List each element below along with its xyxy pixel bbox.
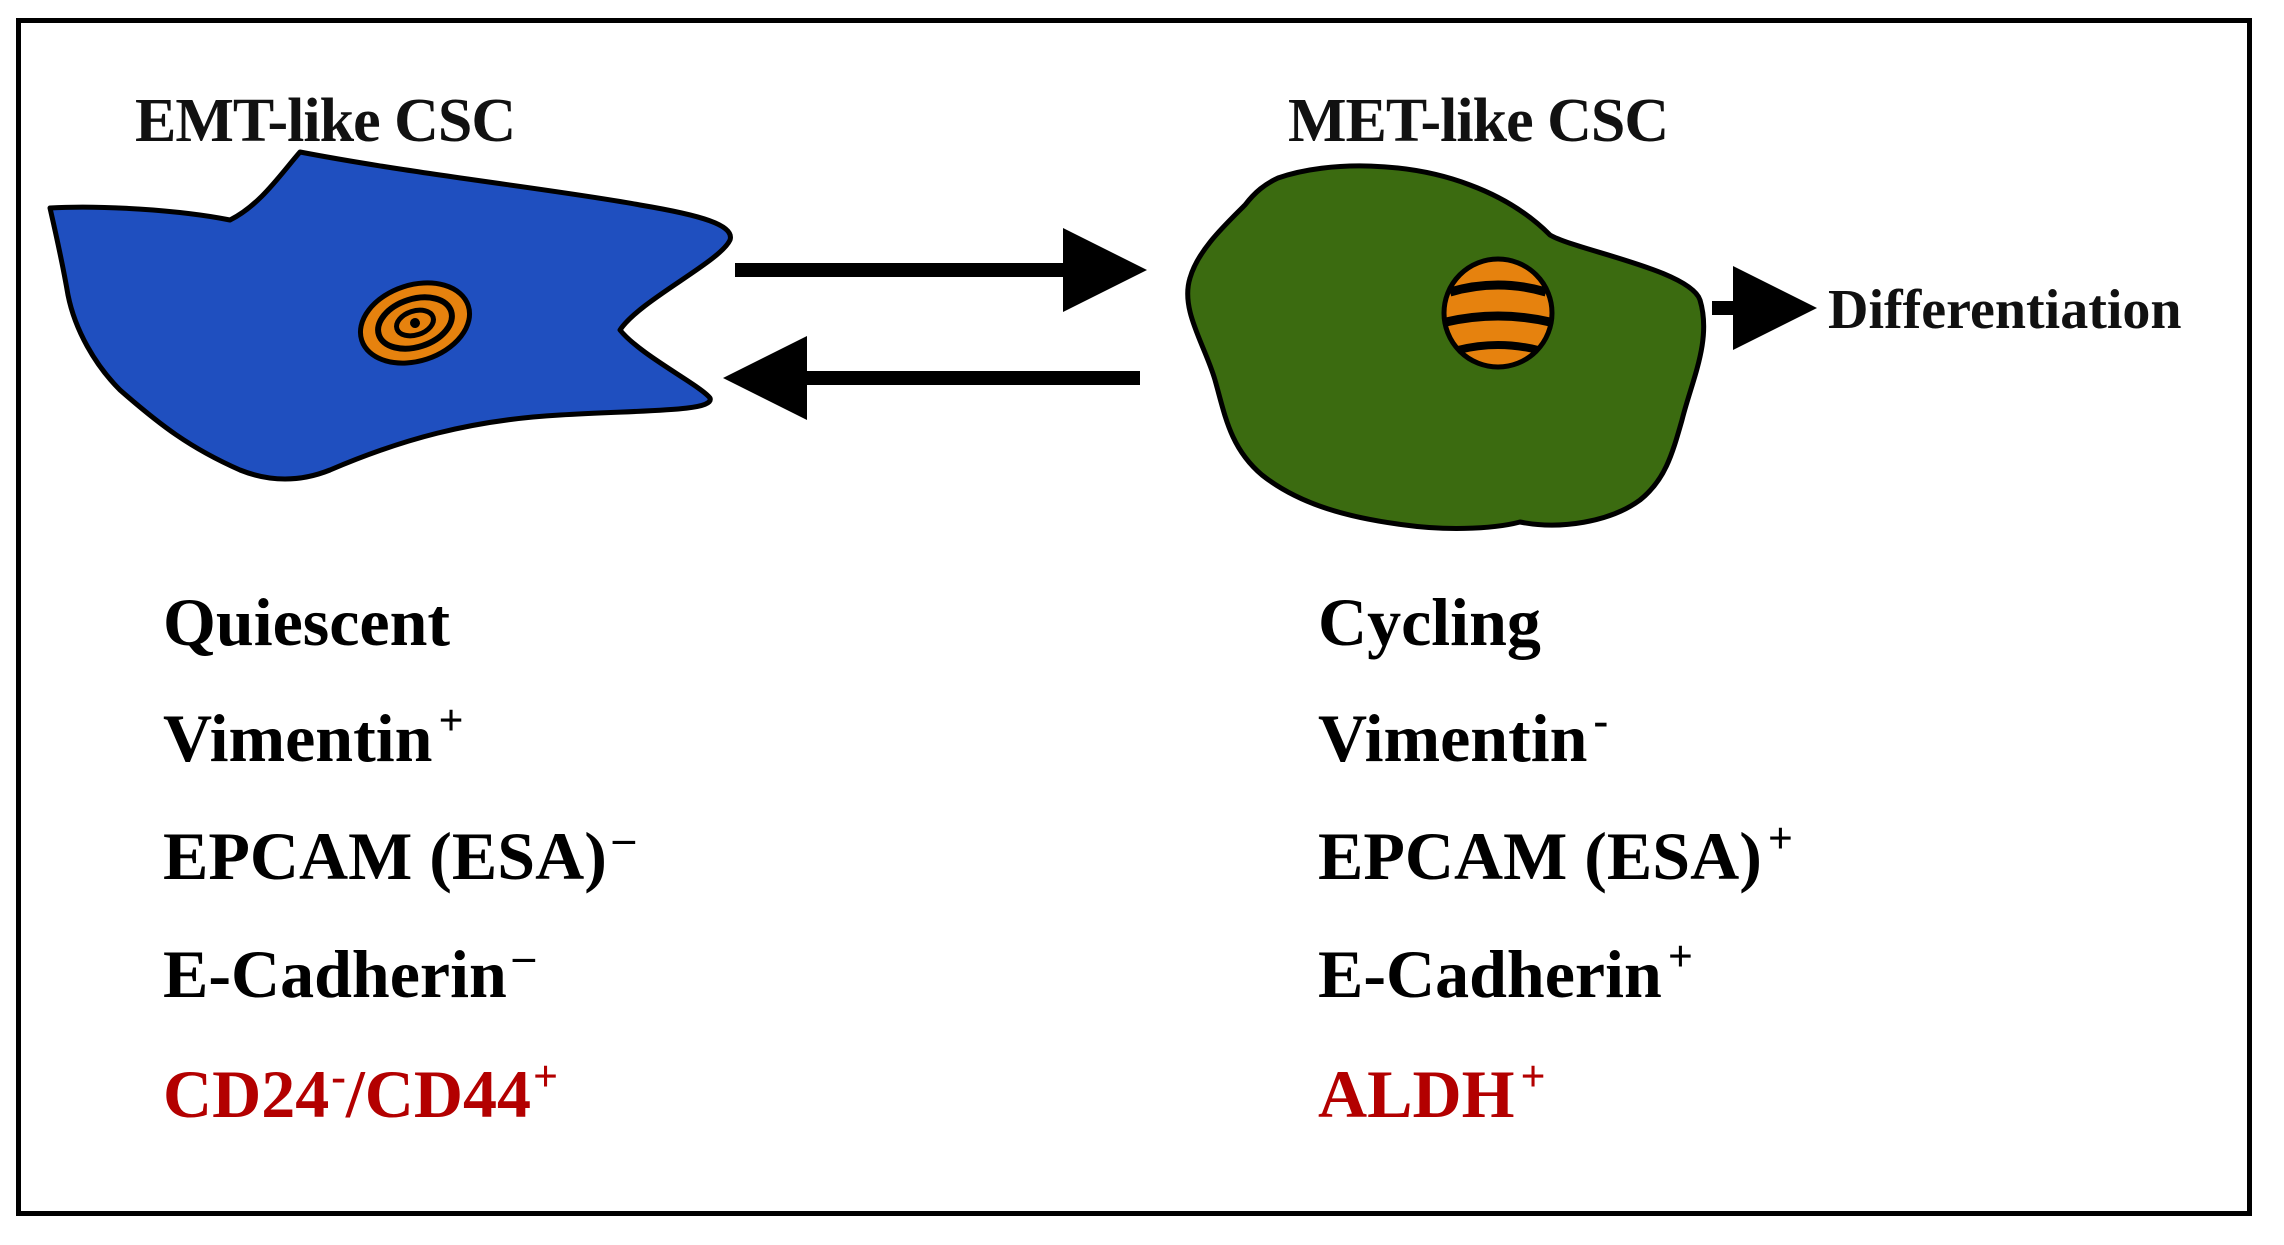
met-marker-ecadherin: E-Cadherin+ [1318, 935, 1693, 1009]
marker-name: Vimentin [1318, 700, 1588, 776]
marker-name: EPCAM (ESA) [1318, 818, 1762, 894]
marker-name: /CD44 [345, 1056, 531, 1132]
marker-sign: – [612, 814, 635, 863]
figure-frame [16, 18, 2252, 1216]
marker-name: Vimentin [163, 700, 433, 776]
marker-name: E-Cadherin [163, 936, 507, 1012]
marker-name: Cycling [1318, 584, 1541, 660]
marker-sign: - [1593, 696, 1609, 745]
emt-marker-ecadherin: E-Cadherin– [163, 935, 535, 1009]
differentiation-label: Differentiation [1828, 279, 2182, 341]
marker-name: CD24 [163, 1056, 330, 1132]
marker-sign: + [1767, 814, 1793, 863]
met-marker-epcam: EPCAM (ESA)+ [1318, 817, 1793, 891]
emt-title: EMT-like CSC [135, 87, 516, 155]
met-cell-body [1185, 163, 1707, 531]
met-marker-vimentin: Vimentin- [1318, 699, 1608, 773]
emt-marker-vimentin: Vimentin+ [163, 699, 464, 773]
marker-sign: - [331, 1052, 346, 1101]
emt-marker-quiescent: Quiescent [163, 588, 450, 656]
met-surface-marker: ALDH+ [1318, 1055, 1546, 1129]
marker-sign: – [512, 932, 535, 981]
marker-name: ALDH [1318, 1056, 1515, 1132]
met-title: MET-like CSC [1288, 87, 1669, 155]
marker-sign: + [1667, 932, 1693, 981]
marker-sign: + [532, 1052, 559, 1101]
marker-sign: + [1520, 1052, 1546, 1101]
met-nucleus [1441, 256, 1555, 370]
marker-sign: + [438, 696, 464, 745]
met-marker-cycling: Cycling [1318, 588, 1541, 656]
marker-name: EPCAM (ESA) [163, 818, 607, 894]
emt-nucleus [357, 280, 473, 366]
emt-marker-epcam: EPCAM (ESA)– [163, 817, 635, 891]
marker-name: E-Cadherin [1318, 936, 1662, 1012]
marker-name: Quiescent [163, 584, 451, 660]
emt-surface-marker: CD24-/CD44+ [163, 1055, 558, 1129]
